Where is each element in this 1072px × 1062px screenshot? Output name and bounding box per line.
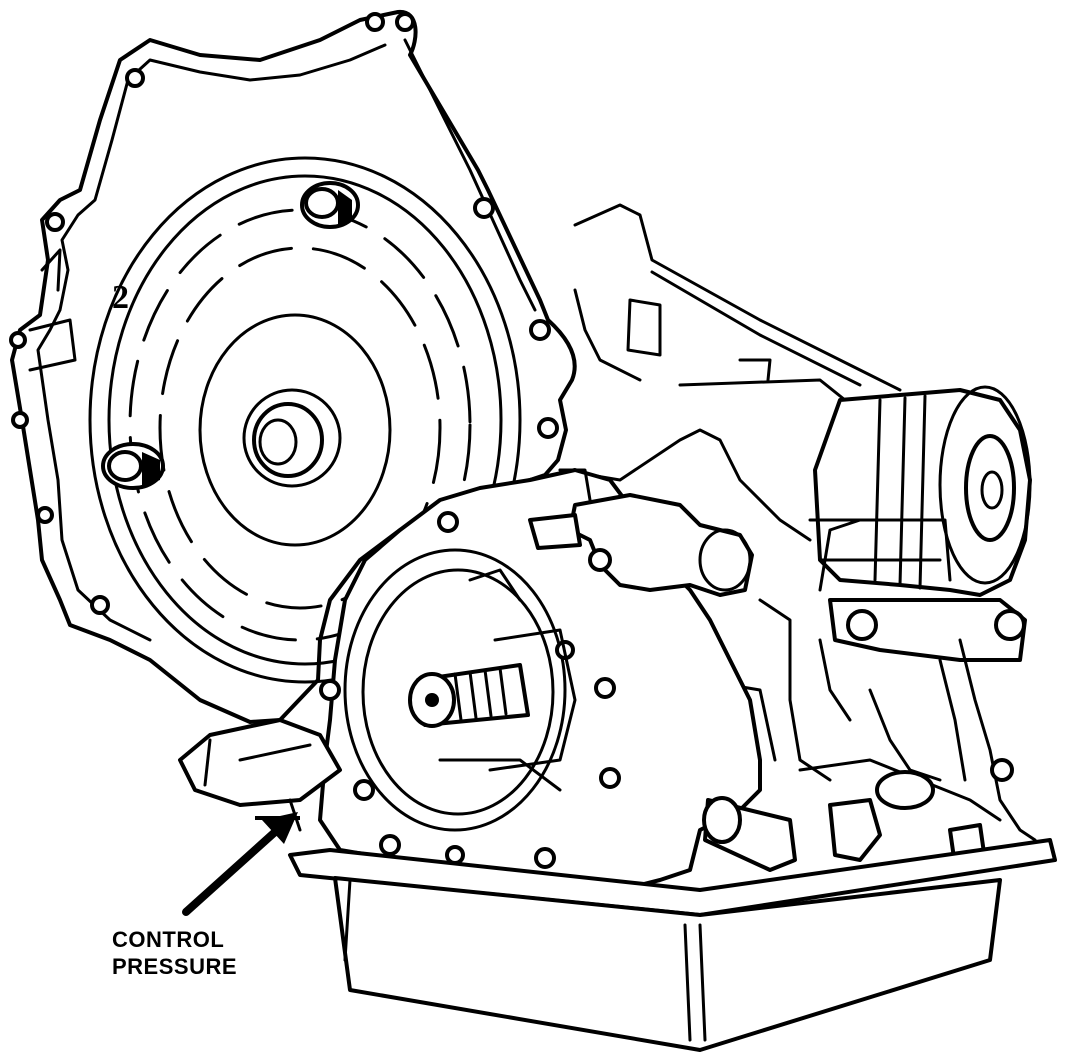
case-body (558, 428, 1002, 822)
shift-lever (702, 770, 987, 872)
torque-converter (88, 156, 522, 684)
case-top-rail (573, 203, 902, 402)
oil-pan (288, 838, 1057, 1052)
pressure-tap-bracket (178, 718, 342, 832)
control-pressure-arrow (182, 812, 300, 916)
extension-housing (808, 385, 1032, 597)
converter-mark: 2 (112, 279, 129, 316)
converter-lug-left (101, 442, 165, 490)
input-shaft (408, 568, 577, 792)
control-pressure-label: CONTROL PRESSURE (112, 926, 237, 980)
converter-lug-upper (300, 181, 360, 229)
callout-line-2: PRESSURE (112, 954, 238, 979)
bell-housing: 2 (9, 9, 577, 724)
callout-line-1: CONTROL (112, 927, 225, 952)
rear-mount (818, 518, 1037, 842)
solenoid-connector (528, 468, 754, 597)
